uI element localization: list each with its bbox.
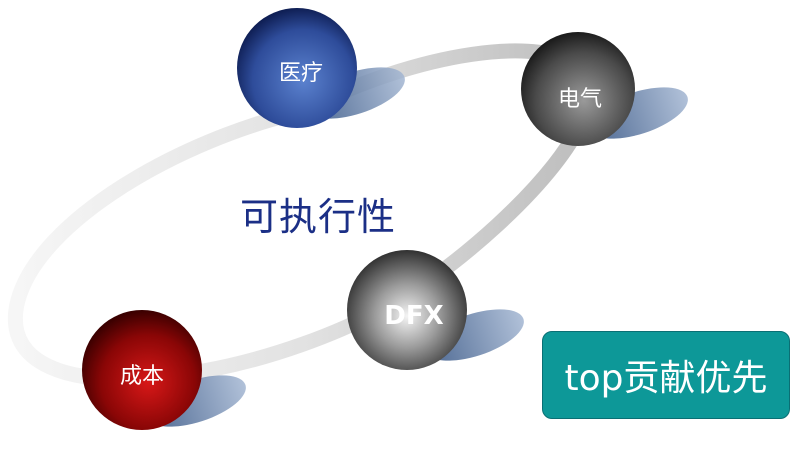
node-medical: 医疗	[237, 8, 357, 128]
node-label-dfx: DFX	[384, 301, 443, 331]
callout-label: top贡献优先	[564, 358, 768, 399]
center-title: 可执行性	[240, 195, 397, 239]
callout-box: top贡献优先	[542, 331, 790, 419]
node-label-medical: 医疗	[279, 61, 323, 86]
node-label-cost: 成本	[120, 364, 164, 389]
node-electrical: 电气	[521, 32, 635, 146]
node-label-electrical: 电气	[558, 87, 602, 112]
node-cost: 成本	[82, 310, 202, 430]
node-dfx: DFX	[347, 250, 467, 370]
